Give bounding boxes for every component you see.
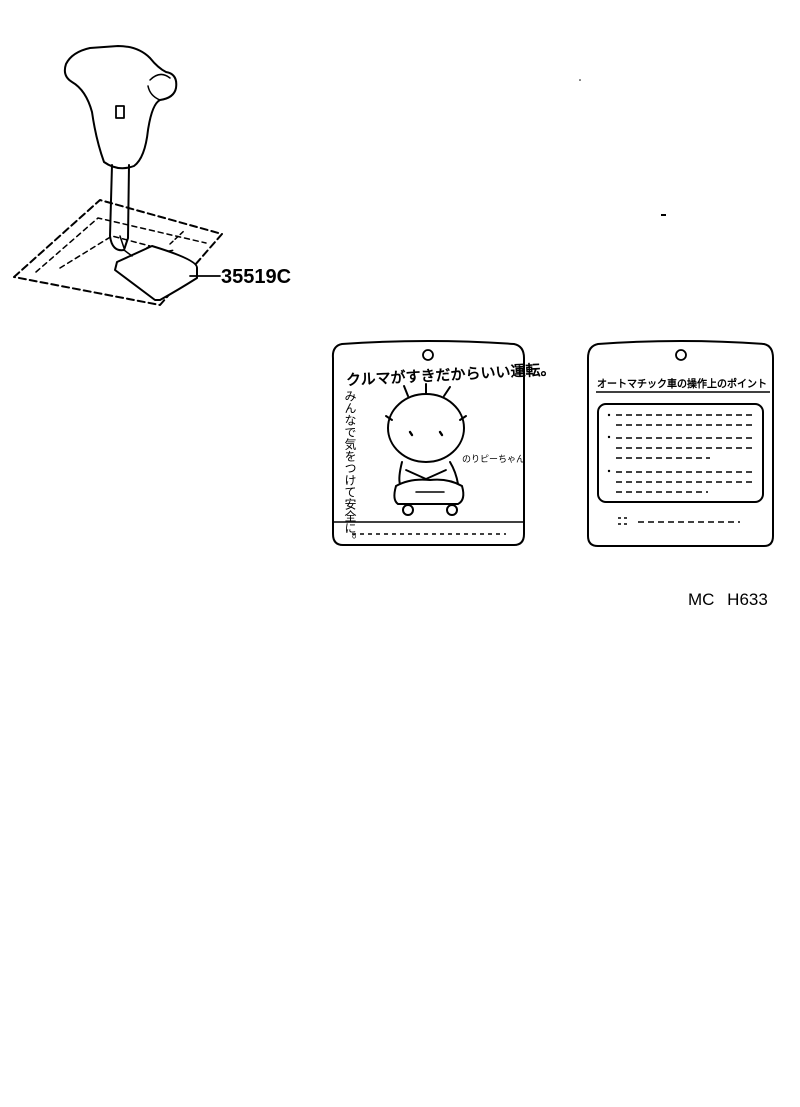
part-number-label: 35519C <box>221 266 292 288</box>
console-plate <box>13 199 223 306</box>
back-tag-text-panel <box>597 403 764 503</box>
hanging-tag <box>114 245 198 301</box>
reference-code-label: MC H633 <box>688 590 768 609</box>
character-caption: のりピーちゃん <box>462 454 525 465</box>
scan-dot <box>579 79 581 81</box>
back-tag-outline <box>587 340 774 547</box>
scan-dash <box>661 214 666 216</box>
front-tag-hole <box>422 349 434 361</box>
back-tag-title: オートマチック車の操作上のポイント <box>597 377 767 390</box>
character-illustration <box>385 383 467 516</box>
shift-lever-illustration <box>13 45 223 306</box>
front-tag-vertical-text: みんなで気をつけて安全に。 <box>343 390 357 546</box>
back-tag-text-lines <box>607 413 754 525</box>
shift-knob <box>63 45 178 170</box>
front-tag: クルマがすきだからいい運転。 みんなで気をつけて安全に。 <box>331 340 556 546</box>
back-tag: オートマチック車の操作上のポイント <box>587 340 774 547</box>
back-tag-hole <box>675 349 687 361</box>
knob-button <box>115 105 125 119</box>
